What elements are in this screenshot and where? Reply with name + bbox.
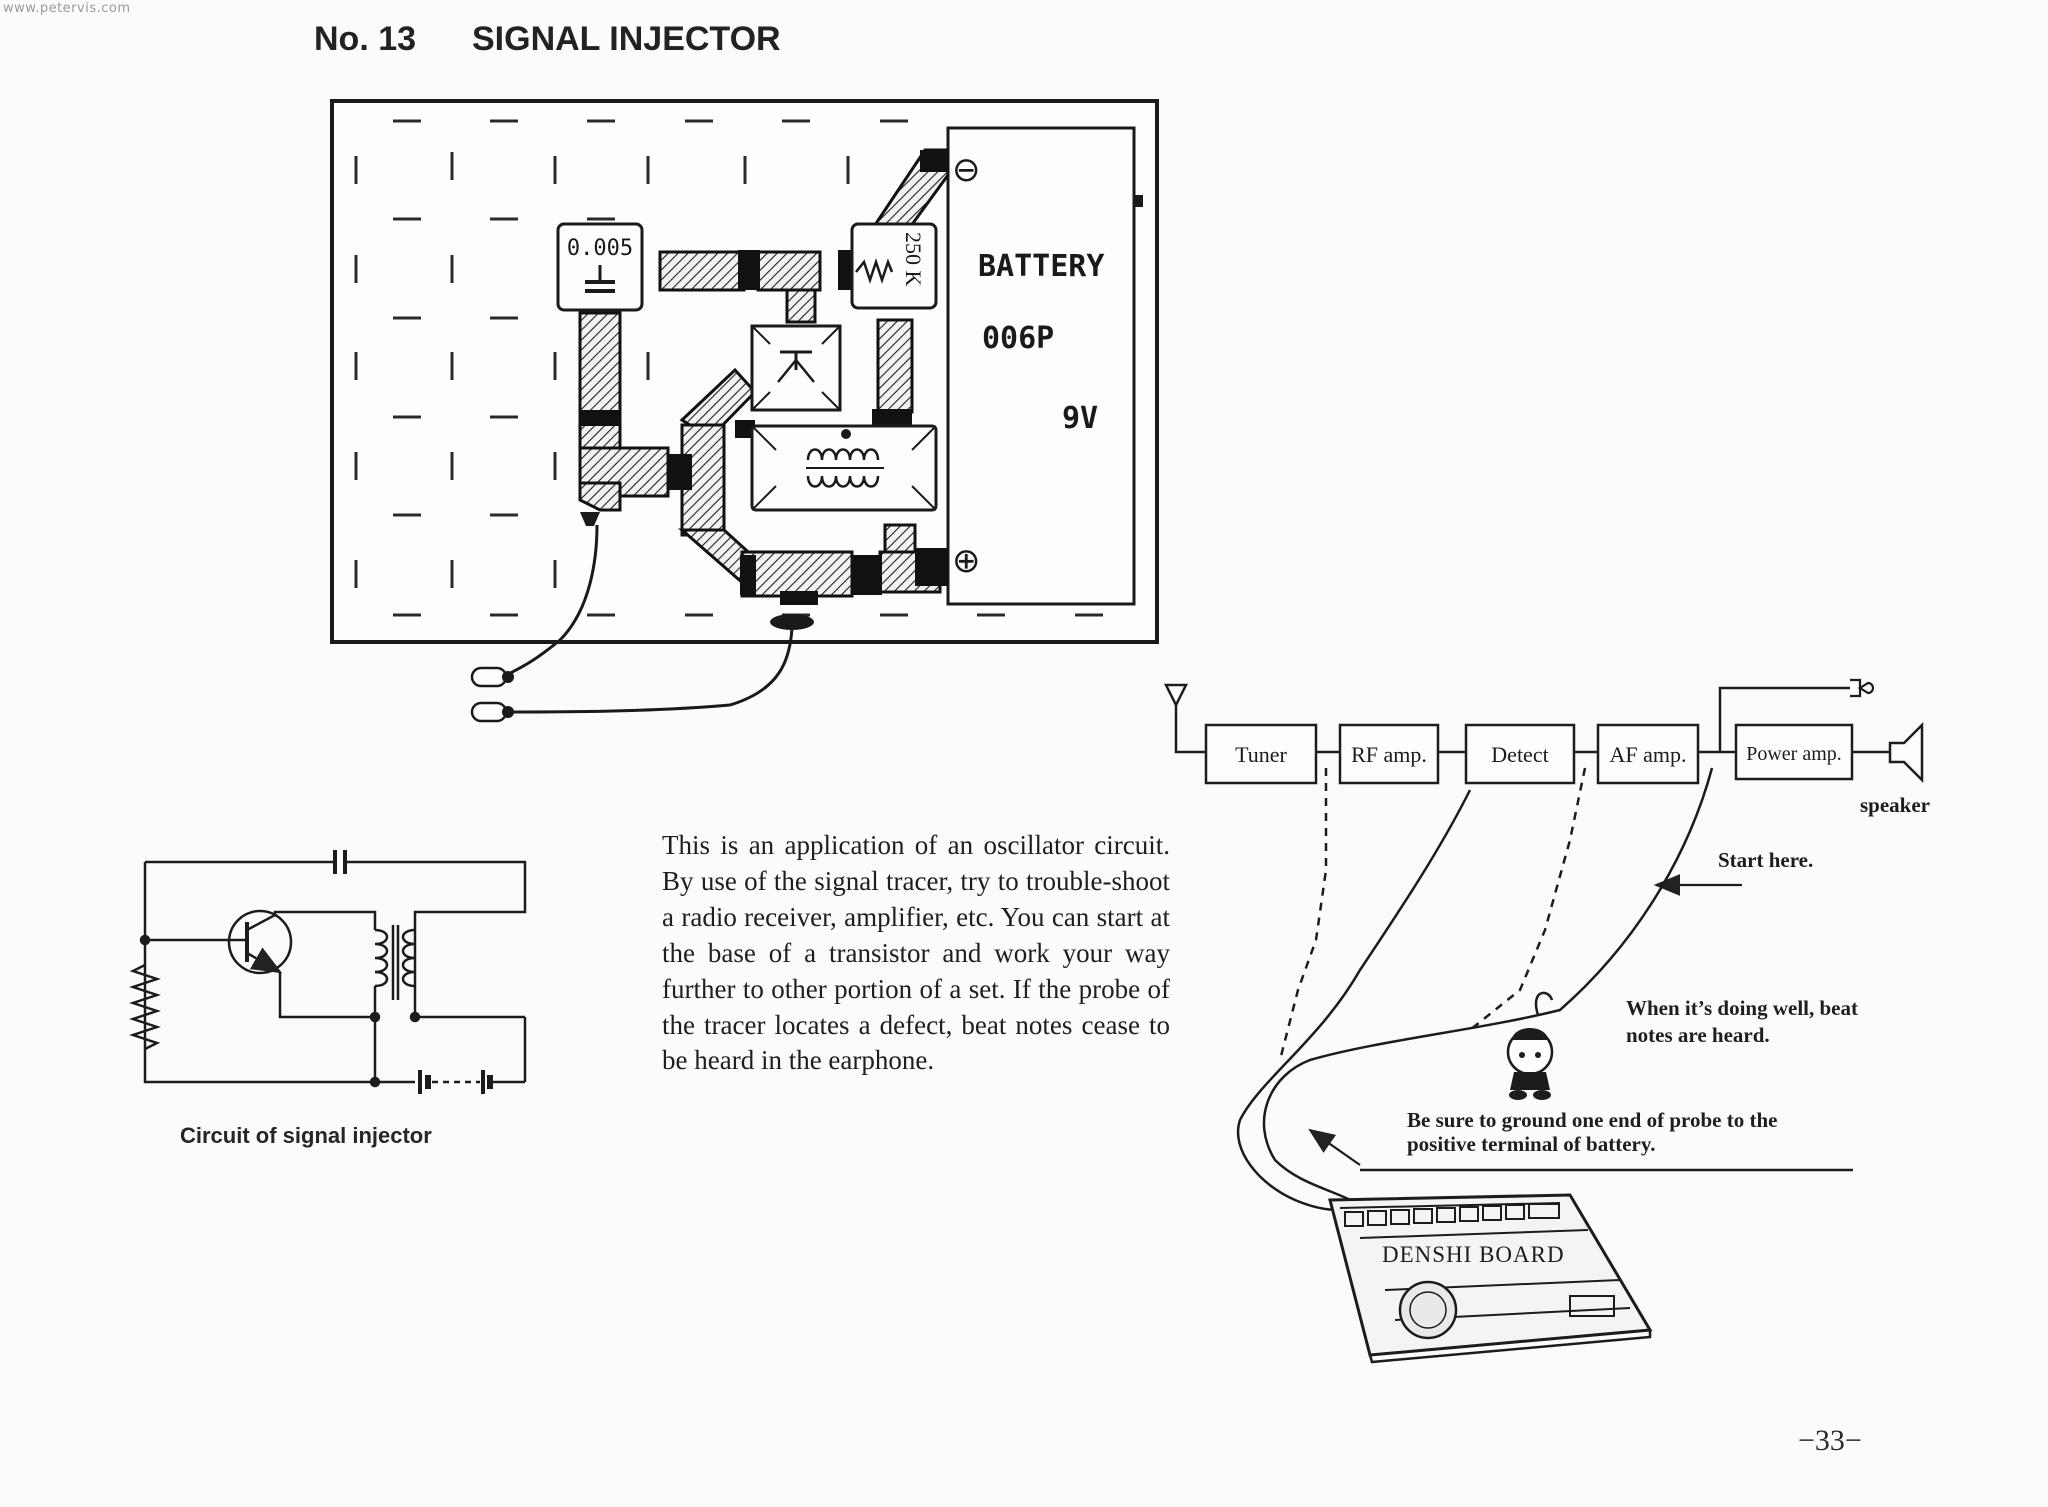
- board-grid: [354, 119, 1103, 617]
- antenna-icon: [1163, 683, 1206, 754]
- battery-body: [946, 126, 1136, 606]
- stage-rf-amp: [1338, 723, 1440, 785]
- capacitor-value: 0.005: [567, 236, 633, 261]
- earphone-jack-icon: [1850, 678, 1875, 698]
- resistor-block: [850, 222, 938, 310]
- svg-text:Detect: Detect: [1491, 742, 1548, 767]
- transistor-symbol: [227, 909, 293, 975]
- transformer-symbol: [374, 928, 389, 988]
- stage-af-amp: [1596, 723, 1700, 785]
- battery-title: BATTERY: [978, 249, 1104, 284]
- stage-detect: [1464, 723, 1576, 785]
- svg-text:RF amp.: RF amp.: [1351, 742, 1427, 767]
- arrow-up-left-icon: [1308, 1128, 1361, 1166]
- svg-text:Tuner: Tuner: [1235, 742, 1287, 767]
- probe-tip-icon: [470, 666, 508, 688]
- start-here-label: Start here.: [1718, 848, 1813, 872]
- resistor-symbol: [129, 963, 161, 1051]
- positive-terminal-icon: ⊕: [952, 541, 981, 581]
- probe-wires: [1236, 767, 1714, 1212]
- page-number: −33−: [1798, 1424, 1862, 1457]
- denshi-board-label: DENSHI BOARD: [1382, 1242, 1565, 1267]
- project-number: No. 13: [314, 20, 417, 58]
- probe-leads: [470, 512, 814, 723]
- page-heading: No. 13 SIGNAL INJECTOR: [314, 20, 781, 59]
- radio-block-diagram: Tuner RF amp. Detect AF amp. Power amp. …: [1163, 678, 1930, 1364]
- negative-terminal-icon: ⊖: [952, 150, 981, 190]
- circuit-schematic: [129, 850, 527, 1094]
- battery-model: 006P: [982, 321, 1054, 356]
- board-diagram: BATTERY 006P 9V ⊖ ⊕: [330, 99, 1159, 723]
- stage-tuner: [1204, 723, 1318, 785]
- earphone-figure-icon: [1506, 991, 1554, 1100]
- ground-note: Be sure to ground one end of probe to th…: [1407, 1108, 1778, 1157]
- svg-text:Power amp.: Power amp.: [1746, 743, 1842, 765]
- speaker-icon: [1888, 721, 1924, 784]
- probe-tip-icon: [470, 701, 508, 723]
- description-text: This is an application of an oscillator …: [662, 830, 1170, 1076]
- svg-text:AF amp.: AF amp.: [1610, 742, 1687, 767]
- watermark: www.petervis.com: [3, 1, 131, 16]
- schematic-caption: Circuit of signal injector: [180, 1123, 432, 1148]
- success-note: When it’s doing well, beat notes are hea…: [1626, 996, 1858, 1048]
- resistor-value: 250 K: [901, 232, 926, 287]
- speaker-label: speaker: [1860, 793, 1930, 817]
- project-title: SIGNAL INJECTOR: [472, 20, 781, 58]
- denshi-board-icon: DENSHI BOARD: [1328, 1193, 1653, 1364]
- battery-voltage: 9V: [1062, 401, 1098, 436]
